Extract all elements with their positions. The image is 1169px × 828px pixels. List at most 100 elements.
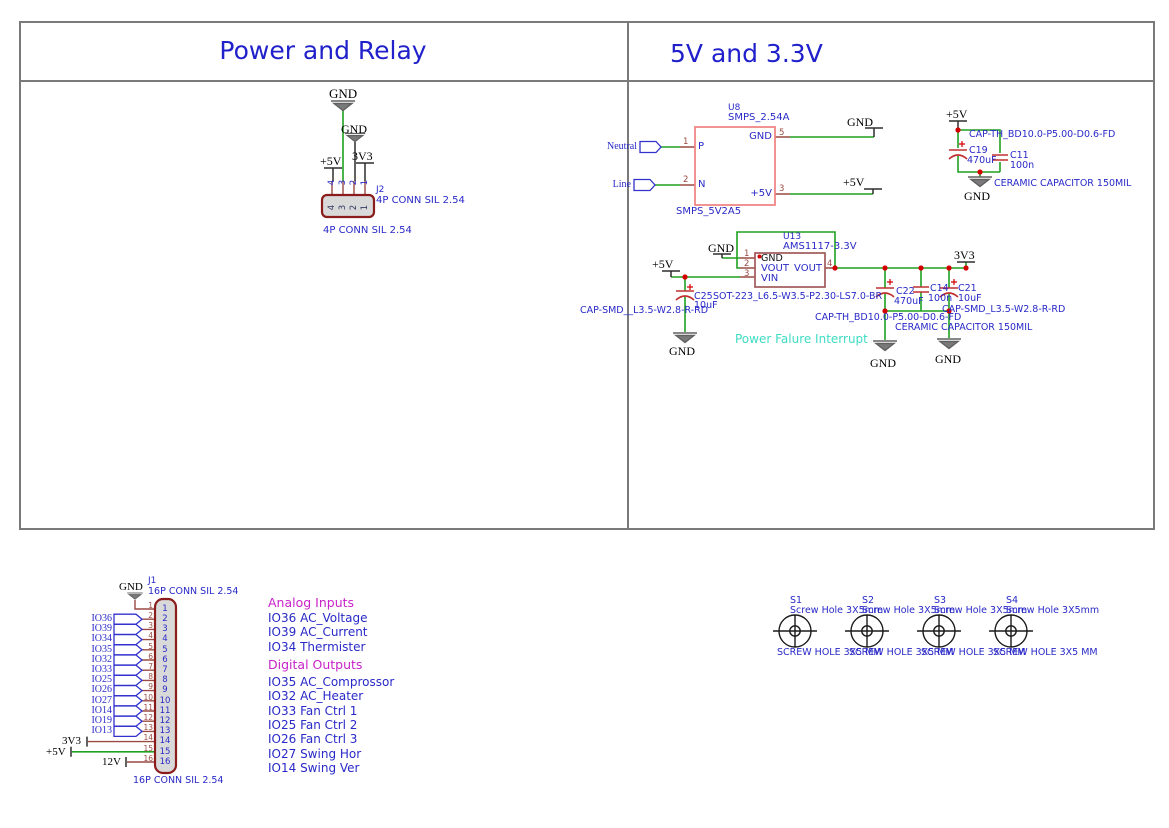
digital-output-item[interactable]: IO26 Fan Ctrl 3	[268, 732, 358, 747]
j2-ref[interactable]: J2	[376, 185, 385, 195]
j1-pin-number-inner: 4	[162, 634, 168, 645]
c11-ref[interactable]: C11	[1010, 150, 1029, 161]
j1-footprint[interactable]: 16P CONN SIL 2.54	[148, 586, 239, 597]
u8-5v-flag-label[interactable]: +5V	[843, 175, 865, 189]
c11-value[interactable]: 100n	[1010, 160, 1035, 171]
j1-12v-net-label[interactable]: 12V	[102, 755, 121, 768]
j2-gnd2-net-label[interactable]: GND	[341, 122, 367, 136]
digital-output-item[interactable]: IO27 Swing Hor	[268, 746, 362, 761]
digital-outputs-heading[interactable]: Digital Outputs	[268, 657, 363, 672]
j1-ref[interactable]: J1	[148, 576, 157, 586]
j1-port-label[interactable]: IO14	[91, 704, 112, 716]
u13-5v-flag-label[interactable]: +5V	[652, 257, 674, 271]
screw-hole-labels[interactable]: S1 Screw Hole 3X5mm SCREW HOLE 3X5 MM S2…	[777, 596, 1099, 662]
c14-footprint-note[interactable]: CERAMIC CAPACITOR 150MIL	[895, 322, 1033, 333]
j1-port-label[interactable]: IO25	[91, 674, 112, 686]
u13-3v3-flag-label[interactable]: 3V3	[954, 248, 975, 262]
c14-ref[interactable]: C14	[930, 283, 949, 294]
u8-ref[interactable]: U8	[728, 103, 741, 113]
net-flag-bars[interactable]	[70, 120, 975, 767]
j1-port-label[interactable]: IO39	[91, 623, 112, 635]
j1-port-label[interactable]: IO27	[91, 694, 112, 706]
j1-gnd-net-label[interactable]: GND	[119, 581, 143, 593]
input-caps-gnd-label[interactable]: GND	[964, 189, 990, 203]
c22-footprint[interactable]: CAP-TH_BD10.0-P5.00-D0.6-FD	[815, 312, 962, 323]
c25-ref[interactable]: C25	[694, 291, 713, 302]
c19-ref[interactable]: C19	[969, 145, 988, 156]
c25-gnd-label[interactable]: GND	[669, 344, 695, 358]
j2-footprint-below[interactable]: 4P CONN SIL 2.54	[323, 225, 412, 236]
j1-5v-net-label[interactable]: +5V	[46, 745, 66, 758]
section-title-power-relay[interactable]: Power and Relay	[219, 36, 427, 65]
digital-output-item[interactable]: IO14 Swing Ver	[268, 761, 360, 776]
j2-footprint[interactable]: 4P CONN SIL 2.54	[376, 195, 465, 206]
j1-port-label[interactable]: IO26	[91, 684, 112, 696]
j1-port-label[interactable]: IO13	[91, 725, 112, 737]
j1-pin-number-inner: 14	[159, 736, 171, 747]
c21-gnd-label[interactable]: GND	[935, 352, 961, 366]
j1-connector-body[interactable]	[153, 597, 178, 775]
j1-port-label[interactable]: IO36	[91, 613, 112, 625]
c22-value[interactable]: 470uF	[894, 296, 924, 307]
screw-hole-item[interactable]: S4 Screw Hole 3X5mm SCREW HOLE 3X5 MM	[993, 596, 1099, 662]
digital-output-item[interactable]: IO32 AC_Heater	[268, 689, 364, 704]
u13-footprint[interactable]: SOT-223_L6.5-W3.5-P2.30-LS7.0-BR	[713, 291, 883, 302]
j2-gnd-net-label[interactable]: GND	[329, 86, 358, 101]
digital-output-item[interactable]: IO25 Fan Ctrl 2	[268, 718, 358, 733]
j2-connector-body[interactable]	[320, 193, 376, 219]
analog-input-item[interactable]: IO39 AC_Current	[268, 625, 368, 640]
capacitor-symbols[interactable]	[675, 149, 1008, 301]
analog-inputs-heading[interactable]: Analog Inputs	[268, 595, 355, 610]
u8-gnd-flag-label[interactable]: GND	[847, 115, 873, 129]
j2-5v-net-label[interactable]: +5V	[320, 154, 342, 168]
j1-port-label[interactable]: IO19	[91, 714, 112, 726]
u8-smps-body[interactable]	[694, 126, 776, 206]
c22-ref[interactable]: C22	[896, 286, 915, 297]
c19-footprint[interactable]: CAP-TH_BD10.0-P5.00-D0.6-FD	[969, 129, 1116, 140]
u13-value[interactable]: AMS1117-3.3V	[783, 241, 857, 252]
pin-wires[interactable]	[88, 136, 835, 763]
neutral-port-label[interactable]: Neutral	[607, 141, 637, 152]
j1-port-label[interactable]: IO33	[91, 664, 112, 676]
u8-value[interactable]: SMPS_2.54A	[728, 112, 790, 123]
c22-gnd-label[interactable]: GND	[870, 356, 896, 370]
c25-value[interactable]: 10uF	[694, 300, 718, 311]
j1-port-label[interactable]: IO35	[91, 643, 112, 655]
c11-footprint-note[interactable]: CERAMIC CAPACITOR 150MIL	[994, 178, 1132, 189]
digital-output-item[interactable]: IO35 AC_Comprossor	[268, 675, 395, 689]
j1-port-label[interactable]: IO32	[91, 653, 112, 665]
u8-pin2-number: 2	[683, 175, 689, 185]
j2-3v3-net-label[interactable]: 3V3	[352, 149, 373, 163]
u13-pin3-number: 3	[744, 269, 750, 279]
analog-input-item[interactable]: IO34 Thermister	[268, 639, 366, 654]
digital-output-item[interactable]: IO33 Fan Ctrl 1	[268, 703, 358, 718]
u13-regulator-body[interactable]	[754, 252, 826, 288]
screw-hole-item[interactable]: S3 Screw Hole 3X5mm SCREW HOLE 3X5 MM	[921, 596, 1027, 662]
frame-right-border	[1153, 21, 1155, 530]
input-caps-5v-flag[interactable]: +5V	[946, 107, 968, 121]
j1-port-label[interactable]: IO34	[91, 633, 112, 645]
section-title-5v-3v3[interactable]: 5V and 3.3V	[670, 39, 823, 68]
analog-input-item[interactable]: IO36 AC_Voltage	[268, 611, 368, 625]
screw-hole-label-below: SCREW HOLE 3X5 MM	[921, 647, 1026, 658]
u13-ref[interactable]: U13	[783, 232, 802, 242]
line-port-label[interactable]: Line	[612, 179, 631, 190]
io-ports[interactable]	[113, 140, 662, 738]
j1-pin-number: 4	[148, 631, 153, 641]
screw-hole-item[interactable]: S2 Screw Hole 3X5mm SCREW HOLE 3X5 MM	[849, 596, 955, 662]
c21-value[interactable]: 10uF	[958, 293, 982, 304]
u8-subtitle[interactable]: SMPS_5V2A5	[676, 206, 742, 217]
screw-hole-item[interactable]: S1 Screw Hole 3X5mm SCREW HOLE 3X5 MM	[777, 596, 883, 662]
u13-gnd-flag-label[interactable]: GND	[708, 241, 734, 255]
c19-value[interactable]: 470uF	[967, 155, 997, 166]
power-failure-note[interactable]: Power Falure Interrupt	[735, 332, 868, 346]
c25-footprint[interactable]: CAP-SMD__L3.5-W2.8-R-RD	[580, 305, 709, 316]
j1-footprint-below[interactable]: 16P CONN SIL 2.54	[133, 775, 224, 786]
c21-ref[interactable]: C21	[958, 283, 977, 294]
c21-footprint[interactable]: CAP-SMD_L3.5-W2.8-R-RD	[942, 304, 1066, 315]
c14-value[interactable]: 100n	[928, 293, 953, 304]
j1-3v3-net-label[interactable]: 3V3	[62, 735, 81, 747]
